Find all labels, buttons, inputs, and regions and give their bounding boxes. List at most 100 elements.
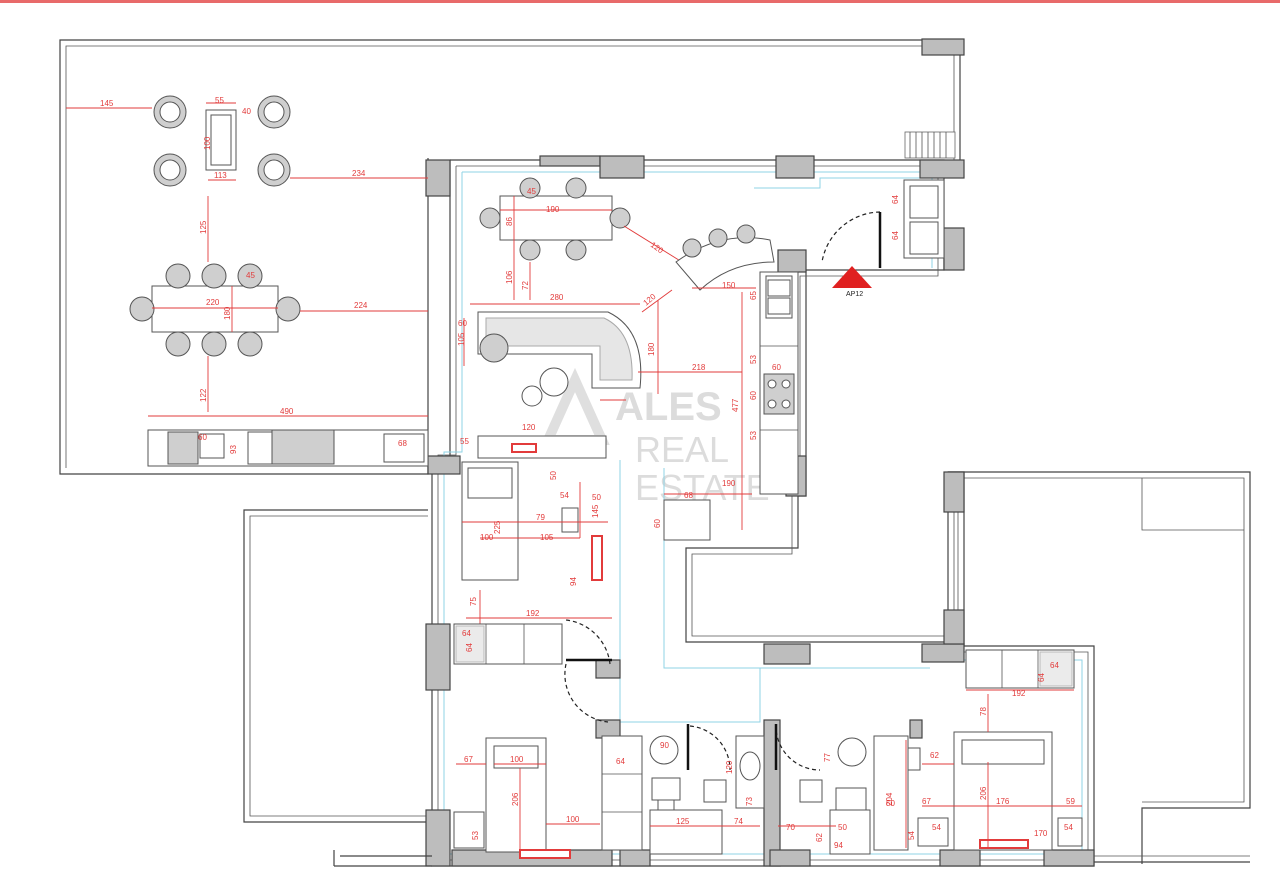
dim-label: 94 bbox=[834, 841, 843, 850]
dim-label: 64 bbox=[1050, 661, 1059, 670]
dim-label: 490 bbox=[280, 407, 294, 416]
dim-label: 105 bbox=[540, 533, 554, 542]
terrace-dining bbox=[129, 263, 428, 412]
dim-label: 68 bbox=[684, 491, 693, 500]
dim-label: 64 bbox=[1037, 673, 1046, 682]
dim-label: 180 bbox=[223, 306, 232, 320]
bathroom-2 bbox=[735, 723, 871, 855]
dim-label: 74 bbox=[734, 817, 743, 826]
dim-label: 218 bbox=[692, 363, 706, 372]
apartment-walls bbox=[333, 155, 1250, 867]
dim-label: 45 bbox=[246, 271, 255, 280]
terrace-top bbox=[59, 38, 965, 475]
dim-label: 50 bbox=[886, 799, 895, 808]
dim-label: 100 bbox=[480, 533, 494, 542]
bedroom-bottom-left bbox=[453, 735, 643, 859]
dim-label: 190 bbox=[546, 205, 560, 214]
bar-counter bbox=[641, 224, 775, 313]
dim-label: 170 bbox=[1034, 829, 1048, 838]
dim-label: 100 bbox=[510, 755, 524, 764]
dim-label: 54 bbox=[932, 823, 941, 832]
dim-label: 54 bbox=[907, 831, 916, 840]
dim-label: 75 bbox=[469, 597, 478, 606]
dim-label: 192 bbox=[1012, 689, 1026, 698]
dim-label: 192 bbox=[526, 609, 540, 618]
dim-label: 100 bbox=[203, 136, 212, 150]
dim-label: 60 bbox=[772, 363, 781, 372]
dim-label: 79 bbox=[536, 513, 545, 522]
terrace-lounge bbox=[66, 95, 428, 262]
dim-label: 176 bbox=[996, 797, 1010, 806]
dim-label: 125 bbox=[676, 817, 690, 826]
terrace-kitchen bbox=[147, 415, 429, 467]
dim-label: 105 bbox=[457, 332, 466, 346]
dim-label: 53 bbox=[471, 831, 480, 840]
dim-label: 50 bbox=[592, 493, 601, 502]
dim-label: 64 bbox=[462, 629, 471, 638]
watermark-line-2: REAL bbox=[635, 429, 729, 470]
dim-label: 62 bbox=[815, 833, 824, 842]
bathroom-1 bbox=[649, 724, 760, 855]
terrace-left bbox=[243, 509, 428, 823]
dim-label: 60 bbox=[749, 391, 758, 400]
dim-label: 62 bbox=[930, 751, 939, 760]
wardrobe-left bbox=[453, 619, 612, 723]
dim-label: 73 bbox=[745, 797, 754, 806]
dim-label: 225 bbox=[493, 520, 502, 534]
dim-label: 125 bbox=[199, 220, 208, 234]
dim-label: 54 bbox=[560, 491, 569, 500]
dim-label: 64 bbox=[891, 195, 900, 204]
dim-label: 120 bbox=[725, 760, 734, 774]
dim-label: 100 bbox=[566, 815, 580, 824]
dim-label: 50 bbox=[549, 471, 558, 480]
entrance: AP12 bbox=[821, 179, 945, 298]
dim-label: 55 bbox=[215, 96, 224, 105]
dim-label: 60 bbox=[653, 519, 662, 528]
dim-label: 90 bbox=[660, 741, 669, 750]
dim-label: 64 bbox=[465, 643, 474, 652]
terrace-right bbox=[948, 471, 1251, 864]
interior-dining bbox=[479, 177, 683, 300]
dim-label: 145 bbox=[591, 504, 600, 518]
dim-label: 120 bbox=[522, 423, 536, 432]
dim-label: 78 bbox=[979, 707, 988, 716]
dim-label: 53 bbox=[749, 355, 758, 364]
dim-label: 53 bbox=[749, 431, 758, 440]
dim-label: 120 bbox=[642, 292, 658, 308]
dim-label: 150 bbox=[722, 281, 736, 290]
dim-label: 145 bbox=[100, 99, 114, 108]
dim-label: 93 bbox=[229, 445, 238, 454]
top-accent-bar bbox=[0, 0, 1280, 3]
bedroom-left-top bbox=[461, 435, 612, 624]
dim-label: 180 bbox=[647, 342, 656, 356]
dim-label: 60 bbox=[458, 319, 467, 328]
dim-label: 86 bbox=[505, 217, 514, 226]
dim-label: 64 bbox=[891, 231, 900, 240]
dim-label: 120 bbox=[649, 240, 666, 255]
dim-label: 60 bbox=[198, 433, 207, 442]
dim-label: 280 bbox=[550, 293, 564, 302]
dim-label: 40 bbox=[242, 107, 251, 116]
kitchen-counter bbox=[663, 271, 799, 541]
dim-label: 94 bbox=[569, 577, 578, 586]
dim-label: 72 bbox=[521, 281, 530, 290]
dim-label: 77 bbox=[823, 753, 832, 762]
dim-label: 54 bbox=[1064, 823, 1073, 832]
dim-label: 206 bbox=[979, 786, 988, 800]
dim-label: 45 bbox=[527, 187, 536, 196]
dim-label: 224 bbox=[354, 301, 368, 310]
dim-label: 206 bbox=[511, 792, 520, 806]
dim-label: 70 bbox=[786, 823, 795, 832]
dim-label: 67 bbox=[464, 755, 473, 764]
dim-label: 55 bbox=[460, 437, 469, 446]
dim-label: 113 bbox=[214, 171, 227, 180]
dimension-labels: 145 55 40 100 113 234 125 45 220 180 224… bbox=[100, 96, 1075, 850]
dim-label: 122 bbox=[199, 388, 208, 402]
dim-label: 59 bbox=[1066, 797, 1075, 806]
watermark-line-1: ALES bbox=[615, 385, 722, 429]
dim-label: 234 bbox=[352, 169, 366, 178]
marker-label: AP12 bbox=[846, 291, 863, 298]
dim-label: 64 bbox=[616, 757, 625, 766]
dim-label: 65 bbox=[749, 291, 758, 300]
